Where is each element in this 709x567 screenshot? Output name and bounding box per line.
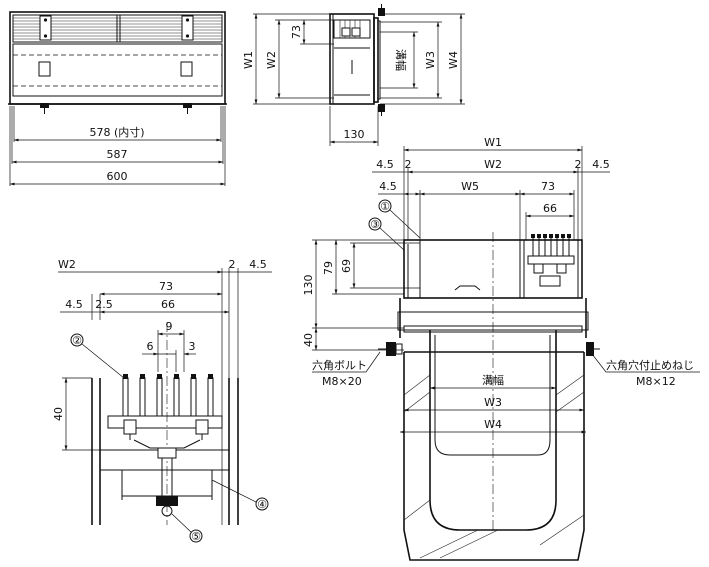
callout-4: ④	[211, 479, 269, 511]
dim-side-w3: W3	[424, 51, 437, 69]
dim-detail-40: 40	[52, 407, 65, 421]
section-view: W1 4.5 2 W2 2 4.5 4.5 W5 73 66 ① ③	[302, 136, 700, 561]
dim-outer-width: 600	[107, 170, 128, 183]
callout-5-label: ⑤	[191, 530, 201, 543]
bolt-name: 六角ボルト	[312, 359, 367, 372]
terminal-pins	[122, 374, 214, 417]
bolt-size: M8×20	[322, 375, 362, 388]
dim-section-edge-l2: 4.5	[379, 180, 397, 193]
dim-detail-73: 73	[159, 280, 173, 293]
dim-section-w2: W2	[484, 158, 502, 171]
dim-detail-edge-l: 4.5	[65, 298, 83, 311]
callout-3: ③	[368, 217, 405, 251]
screw-size: M8×12	[636, 375, 676, 388]
callout-3-label: ③	[370, 218, 380, 231]
side-view: W1 W2 73 溝幅 W3 W4 130	[242, 4, 465, 146]
dim-side-w1: W1	[242, 51, 255, 69]
front-view: 578 (内寸) 587 600	[8, 11, 227, 186]
screw-name: 六角穴付止めねじ	[606, 358, 694, 372]
callout-2-label: ②	[72, 334, 82, 347]
dim-section-73: 73	[541, 180, 555, 193]
callout-5: ⑤	[171, 513, 203, 543]
dim-section-w4: W4	[484, 418, 502, 431]
callout-2: ②	[70, 333, 125, 379]
hex-bolt	[378, 342, 403, 356]
dim-section-gap-r: 2	[575, 158, 582, 171]
dim-section-edge-r: 4.5	[592, 158, 610, 171]
dim-section-slot: 溝幅	[482, 374, 504, 387]
dim-section-40: 40	[302, 333, 315, 347]
dim-inner-width: 578 (内寸)	[89, 125, 144, 139]
dim-section-66: 66	[543, 202, 557, 215]
dim-section-w1: W1	[484, 136, 502, 149]
dim-detail-gap: 2	[229, 258, 236, 271]
dim-side-w2: W2	[265, 51, 278, 69]
dim-detail-3: 3	[189, 340, 196, 353]
dim-side-depth: 130	[344, 128, 365, 141]
dim-detail-25: 2.5	[95, 298, 113, 311]
dim-detail-edge: 4.5	[249, 258, 267, 271]
dim-detail-66: 66	[161, 298, 175, 311]
dim-detail-9: 9	[166, 320, 173, 333]
dim-side-slot: 溝幅	[394, 49, 407, 71]
dim-detail-w2: W2	[58, 258, 76, 271]
set-screw	[586, 342, 600, 356]
dim-section-130: 130	[302, 275, 315, 296]
callout-4-label: ④	[257, 498, 267, 511]
dim-section-79: 79	[322, 261, 335, 275]
dim-mid-width: 587	[107, 148, 128, 161]
dim-section-w5: W5	[461, 180, 479, 193]
terminal-block	[523, 234, 579, 299]
dim-detail-6: 6	[147, 340, 154, 353]
dim-section-w3: W3	[484, 396, 502, 409]
callout-1: ①	[378, 199, 421, 239]
front-bolt-left	[40, 103, 49, 114]
front-bolt-right	[183, 103, 192, 114]
dim-section-gap-l: 2	[405, 158, 412, 171]
dim-side-w4: W4	[447, 51, 460, 69]
dim-section-69: 69	[340, 259, 353, 273]
detail-view: W2 2 4.5 73 4.5 2.5 66 9 6 3 ②	[52, 258, 272, 543]
dim-section-edge-l: 4.5	[376, 158, 394, 171]
callout-1-label: ①	[380, 200, 390, 213]
dim-side-73: 73	[290, 25, 303, 39]
